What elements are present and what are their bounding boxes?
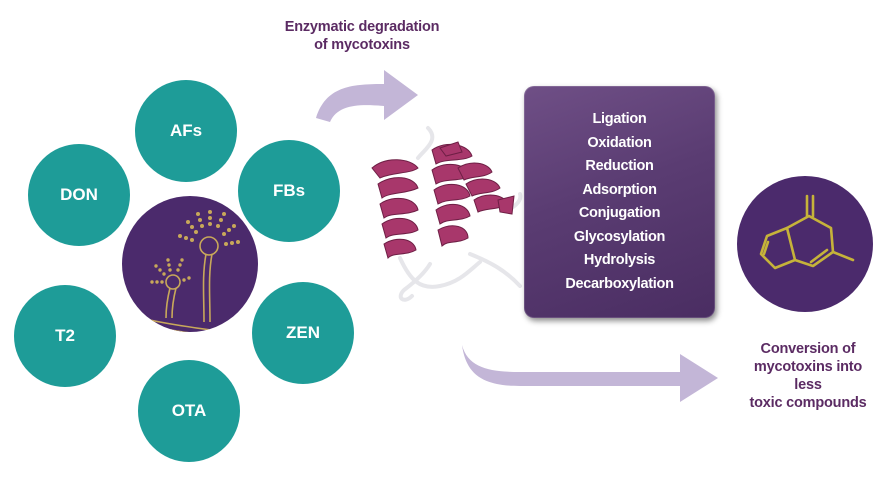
mycotoxin-circle-ota: OTA [138,360,240,462]
result-caption: Conversion of mycotoxins into less toxic… [740,340,876,412]
chemical-structure-icon [759,194,855,270]
result-line-2: mycotoxins into less [753,359,863,393]
mycotoxin-label-afs: AFs [169,121,203,140]
aspergillus-fungus-icon [125,210,240,332]
mycotoxin-circle-fbs: FBs [238,140,340,242]
mycotoxin-label-zen: ZEN [286,323,320,342]
process-item: Ligation [592,111,647,127]
process-item: Oxidation [587,134,652,151]
title-line-2: of mycotoxins [314,37,410,53]
mycotoxin-circle-zen: ZEN [252,282,354,384]
mycotoxin-label-don: DON [60,185,98,204]
fungus-circle [122,196,258,332]
diagram-title: Enzymatic degradation of mycotoxins [282,18,442,54]
process-item: Reduction [585,158,654,174]
curved-arrow [316,70,418,122]
mycotoxin-circle-don: DON [28,144,130,246]
mycotoxin-label-t2: T2 [55,326,75,345]
bottom-arrow [462,345,718,402]
result-line-1: Conversion of [760,341,856,357]
mycotoxin-label-ota: OTA [171,401,207,420]
mycotoxin-circle-t2: T2 [14,285,116,387]
process-item: Glycosylation [573,228,666,245]
result-line-3: toxic compounds [749,395,867,411]
product-molecule-circle [737,176,873,312]
mycotoxin-label-fbs: FBs [272,181,306,200]
process-item: Conjugation [578,205,661,221]
process-item: Hydrolysis [583,252,656,268]
process-item: Decarboxylation [565,275,674,292]
process-item: Adsorption [582,181,657,198]
title-line-1: Enzymatic degradation [284,19,440,35]
mycotoxin-circle-afs: AFs [135,80,237,182]
